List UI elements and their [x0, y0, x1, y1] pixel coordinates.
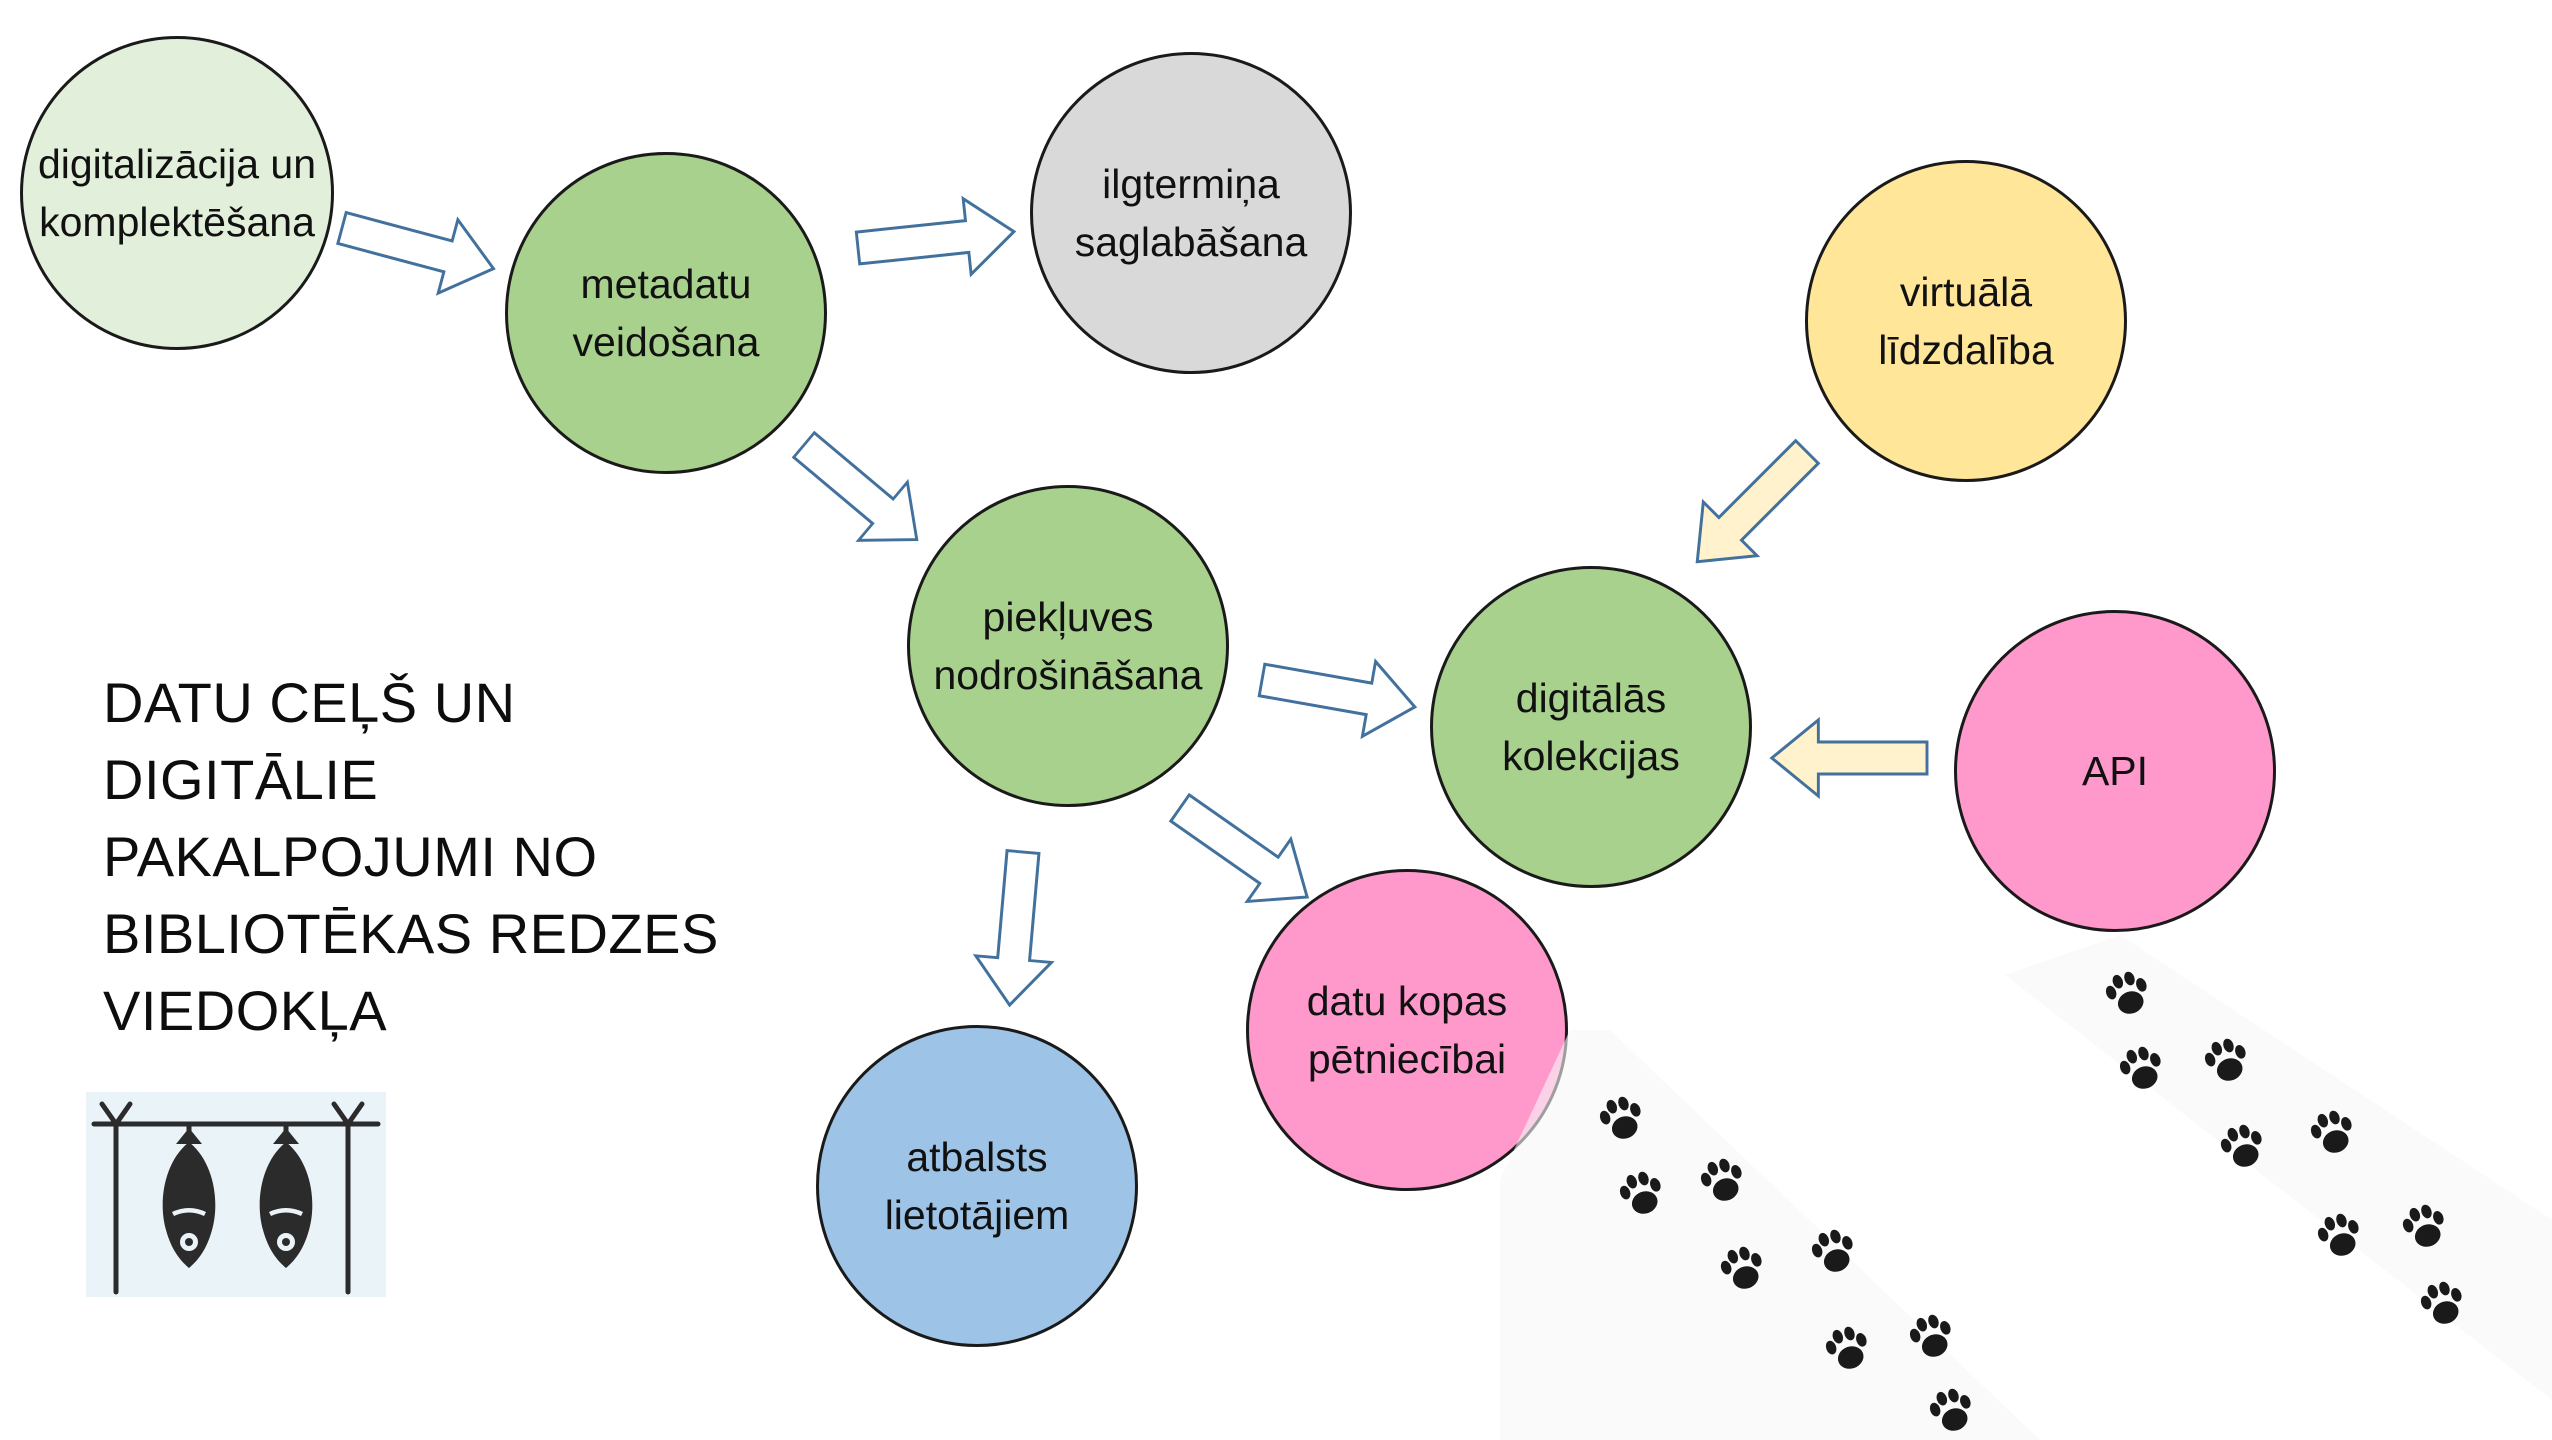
node-atbalsts: atbalsts lietotājiem: [816, 1025, 1138, 1347]
paw-strip-left-bg: [1500, 1030, 2040, 1440]
node-digitalas-kolekcijas: digitālās kolekcijas: [1430, 566, 1752, 888]
node-digitalizacija-label: digitalizācija un komplektēšana: [37, 141, 317, 245]
node-metadatu: metadatu veidošana: [505, 152, 827, 474]
node-datu-kopas-label: datu kopas pētniecībai: [1306, 978, 1508, 1082]
node-ilgtermina-label: ilgtermiņa saglabāšana: [1074, 161, 1308, 265]
node-atbalsts-label: atbalsts lietotājiem: [884, 1134, 1070, 1238]
node-virtuala: virtuālā līdzdalība: [1805, 160, 2127, 482]
node-api-label: API: [2081, 748, 2149, 794]
paw-strip-right-bg: [2005, 935, 2552, 1400]
node-digitalizacija: digitalizācija un komplektēšana: [20, 36, 334, 350]
fish-illustration: [86, 1092, 386, 1297]
node-piekluves-label: piekļuves nodrošināšana: [933, 594, 1203, 698]
diagram-title: DATU CEĻŠ UN DIGITĀLIE PAKALPOJUMI NO BI…: [103, 671, 719, 1042]
node-ilgtermina: ilgtermiņa saglabāšana: [1030, 52, 1352, 374]
node-virtuala-label: virtuālā līdzdalība: [1878, 269, 2054, 373]
node-datu-kopas: datu kopas pētniecībai: [1246, 869, 1568, 1191]
node-api: API: [1954, 610, 2276, 932]
node-digitalas-kolekcijas-label: digitālās kolekcijas: [1502, 675, 1680, 779]
fish-icon: [91, 1101, 381, 1295]
node-metadatu-label: metadatu veidošana: [572, 261, 760, 365]
node-piekluves: piekļuves nodrošināšana: [907, 485, 1229, 807]
